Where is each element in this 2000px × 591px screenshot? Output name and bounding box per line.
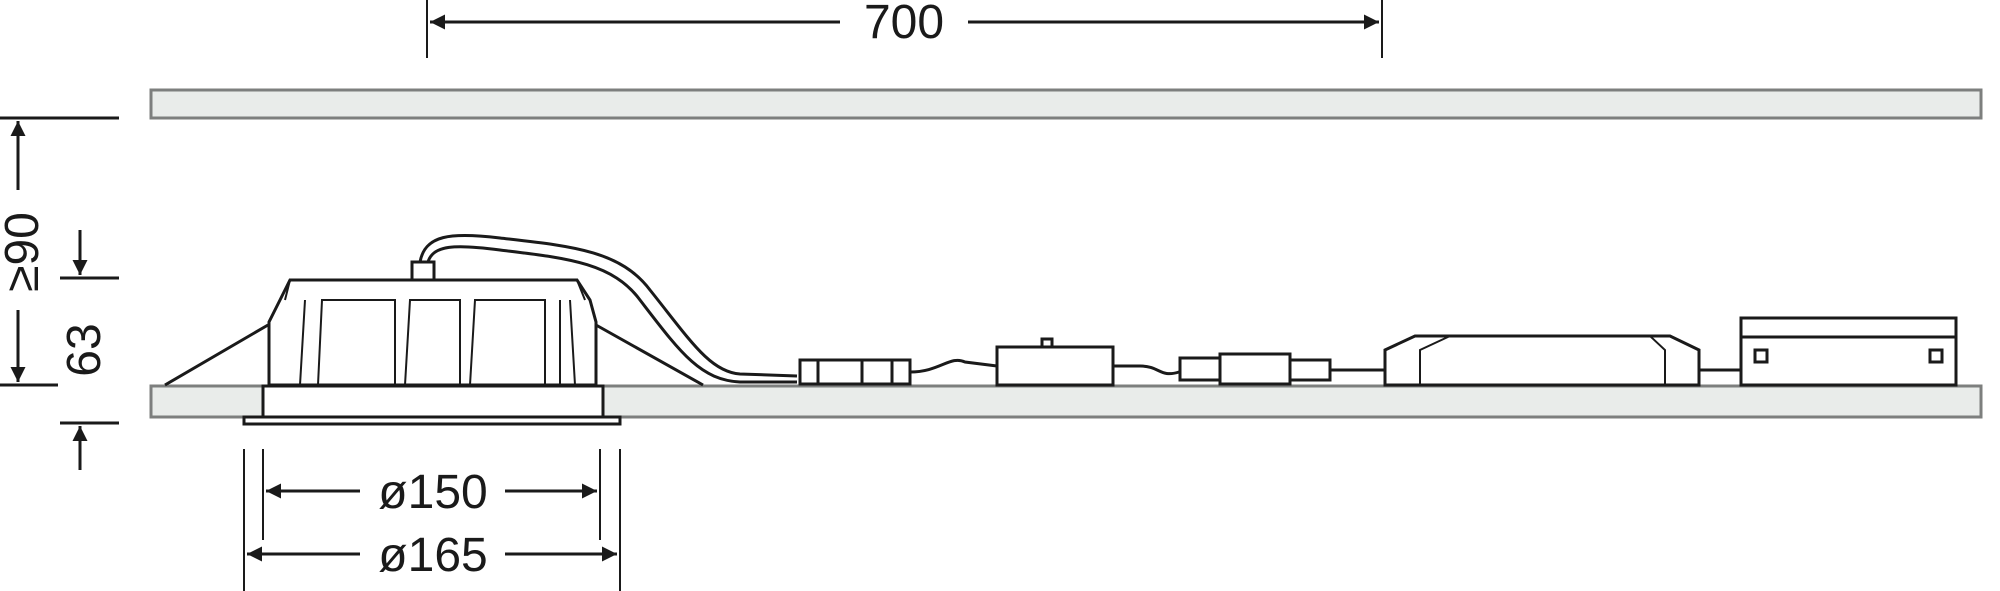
dimension-label-height: 63 — [58, 323, 111, 376]
downlight-luminaire — [164, 260, 704, 426]
dimension-700: 700 — [426, 0, 1383, 58]
inline-connector-2 — [1178, 352, 1385, 386]
luminaire-flange — [242, 415, 622, 426]
dimension-outer-diameter: ø165 — [243, 449, 621, 591]
upper-ceiling-panel — [149, 88, 1983, 120]
inline-connector-1 — [798, 358, 998, 386]
dimension-void-height: ≥90 — [0, 116, 119, 387]
terminal-box — [1739, 316, 1958, 387]
dimension-label-outer: ø165 — [378, 529, 487, 582]
splice-box — [995, 337, 1180, 387]
dimension-cutout-diameter: ø150 — [262, 449, 601, 540]
led-driver — [1383, 334, 1701, 387]
dimension-label-cutout: ø150 — [378, 466, 487, 519]
luminaire-trim — [261, 384, 605, 419]
lower-ceiling-panel-left — [149, 384, 265, 419]
dimension-label-700: 700 — [864, 0, 944, 49]
dimension-height-63: 63 — [58, 230, 119, 470]
dimension-label-void: ≥90 — [0, 212, 49, 292]
lower-ceiling-panel-right — [601, 384, 1983, 419]
cable — [418, 233, 798, 378]
